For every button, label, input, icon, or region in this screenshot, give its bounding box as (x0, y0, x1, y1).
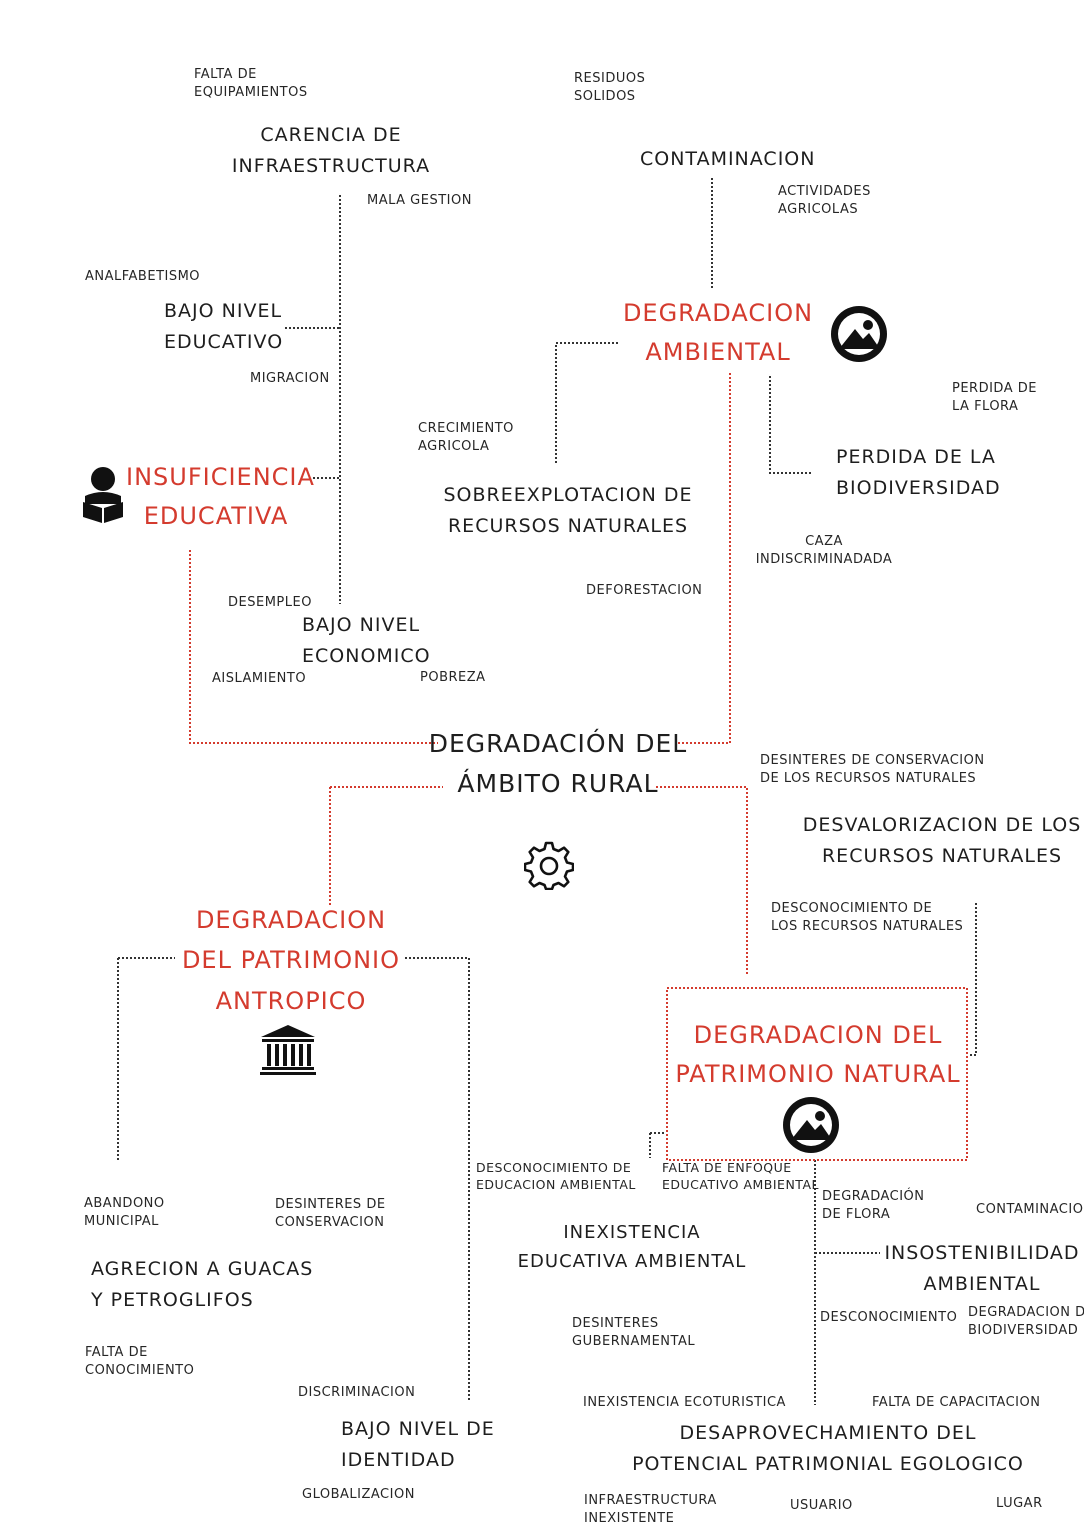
residuos-solidos-label: RESIDUOS SOLIDOS (574, 71, 646, 104)
lugar-label: LUGAR (996, 1496, 1043, 1511)
desinteres-conservacion-label: DESINTERES DE CONSERVACION (275, 1197, 386, 1230)
agrecion-guacas-node: AGRECION A GUACAS Y PETROGLIFOS (91, 1258, 314, 1311)
inexistencia-educativa-node: INEXISTENCIA EDUCATIVA AMBIENTAL (517, 1222, 747, 1273)
falta-equipamientos-label: FALTA DE EQUIPAMIENTOS (194, 67, 308, 100)
contaminacion-label: CONTAMINACION (976, 1202, 1084, 1217)
infraestructura-inexistente-label: INFRAESTRUCTURA INEXISTENTE (584, 1493, 717, 1526)
museum-icon (259, 1024, 317, 1080)
desconocimiento-educacion-label: DESCONOCIMIENTO DE EDUCACION AMBIENTAL (476, 1160, 636, 1193)
abandono-municipal-label: ABANDONO MUNICIPAL (84, 1196, 165, 1229)
desempleo-label: DESEMPLEO (228, 595, 312, 610)
falta-conocimiento-label: FALTA DE CONOCIMIENTO (85, 1345, 195, 1378)
falta-enfoque-label: FALTA DE ENFOQUE EDUCATIVO AMBIENTAL (662, 1160, 819, 1193)
mala-gestion-label: MALA GESTION (367, 193, 472, 208)
bajo-nivel-identidad-node: BAJO NIVEL DE IDENTIDAD (341, 1418, 495, 1471)
caza-indiscriminada-label: CAZA INDISCRIMINADADA (755, 534, 893, 567)
degradacion-biodiversidad-label: DEGRADACION DE BIODIVERSIDAD (968, 1305, 1084, 1338)
degradacion-patrimonio-natural-node: DEGRADACION DEL PATRIMONIO NATURAL (675, 1021, 961, 1088)
degradacion-patrimonio-antropico-node: DEGRADACION DEL PATRIMONIO ANTROPICO (181, 906, 401, 1015)
analfabetismo-label: ANALFABETISMO (85, 269, 201, 284)
desinteres-gubernamental-label: DESINTERES GUBERNAMENTAL (572, 1316, 696, 1349)
deforestacion-label: DEFORESTACION (586, 583, 703, 598)
aislamiento-label: AISLAMIENTO (212, 671, 307, 686)
inexistencia-ecoturistica-label: INEXISTENCIA ECOTURISTICA (583, 1395, 786, 1410)
bajo-nivel-economico-node: BAJO NIVEL ECONOMICO (302, 614, 431, 667)
gear-icon (523, 840, 575, 894)
discriminacion-label: DISCRIMINACION (298, 1385, 416, 1400)
reader-icon (82, 466, 124, 528)
desconocimiento-recursos-label: DESCONOCIMIENTO DE LOS RECURSOS NATURALE… (771, 901, 964, 934)
insostenibilidad-node: INSOSTENIBILIDAD AMBIENTAL (884, 1242, 1080, 1295)
perdida-biodiversidad-node: PERDIDA DE LA BIODIVERSIDAD (836, 446, 1001, 499)
contaminacion-node: CONTAMINACION (640, 148, 816, 170)
mountain-icon (830, 305, 888, 367)
falta-capacitacion-label: FALTA DE CAPACITACION (872, 1395, 1041, 1410)
crecimiento-agricola-label: CRECIMIENTO AGRICOLA (418, 421, 514, 454)
degradacion-ambito-rural-title: DEGRADACIÓN DEL ÁMBITO RURAL (428, 729, 688, 798)
desaprovechamiento-node: DESAPROVECHAMIENTO DEL POTENCIAL PATRIMO… (632, 1422, 1024, 1475)
desvalorizacion-recursos-node: DESVALORIZACION DE LOS RECURSOS NATURALE… (802, 814, 1082, 867)
globalizacion-label: GLOBALIZACION (302, 1487, 415, 1502)
desconocimiento-label: DESCONOCIMIENTO (820, 1310, 958, 1325)
migracion-label: MIGRACION (250, 371, 330, 386)
insuficiencia-educativa-node: INSUFICIENCIA EDUCATIVA (126, 463, 315, 530)
mountain-icon (782, 1096, 840, 1158)
perdida-flora-label: PERDIDA DE LA FLORA (952, 381, 1037, 414)
actividades-agricolas-label: ACTIVIDADES AGRICOLAS (778, 184, 871, 217)
degradacion-ambiental-node: DEGRADACION AMBIENTAL (622, 299, 814, 366)
usuario-label: USUARIO (790, 1498, 853, 1513)
pobreza-label: POBREZA (420, 670, 486, 685)
bajo-nivel-educativo-node: BAJO NIVEL EDUCATIVO (164, 300, 284, 353)
sobreexplotacion-node: SOBREEXPLOTACION DE RECURSOS NATURALES (443, 484, 693, 537)
carencia-infraestructura-node: CARENCIA DE INFRAESTRUCTURA (231, 124, 431, 177)
desinteres-conservacion-recursos-label: DESINTERES DE CONSERVACION DE LOS RECURS… (760, 753, 985, 786)
degradacion-flora-label: DEGRADACIÓN DE FLORA (822, 1189, 925, 1222)
